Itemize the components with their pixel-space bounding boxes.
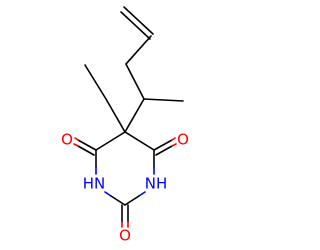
bond-n3-c2 <box>110 195 126 206</box>
molecule-diagram: O O HN NH O <box>61 6 189 245</box>
structure-svg: O O HN NH O <box>61 6 189 245</box>
bond-ethyl-ch3 <box>84 64 107 100</box>
atom-nh-right: NH <box>145 175 168 193</box>
bond-c4-o-a <box>77 139 97 151</box>
bond-c4-o-a-red <box>74 137 79 141</box>
bond-vinyl-double-b <box>123 6 154 35</box>
bond-ch2-ch <box>125 63 145 100</box>
bond-c6-o-b <box>155 145 173 156</box>
bond-n1-c2-blue <box>138 191 146 197</box>
bond-vinyl-ch2 <box>125 35 152 65</box>
bond-c4-o-b-red <box>73 143 79 147</box>
bond-n3-c2-blue <box>104 191 112 197</box>
bond-n1-c2 <box>124 195 140 206</box>
bond-c6-o-b-red <box>171 143 177 147</box>
bond-ch-c5 <box>124 98 145 133</box>
bond-vinyl-double-a <box>120 11 151 40</box>
atom-oxygen-bottom: O <box>119 227 131 245</box>
bond-c5-c6 <box>124 131 155 151</box>
bond-c5-c4 <box>95 131 126 151</box>
bond-c5-ethyl-ch2 <box>105 98 126 133</box>
atom-oxygen-right: O <box>177 131 189 149</box>
atom-oxygen-left: O <box>61 131 73 149</box>
atom-nh-left: HN <box>83 175 106 193</box>
bond-ch-methyl <box>143 98 184 102</box>
bond-c6-o-a <box>153 139 173 151</box>
bond-c6-o-a-red <box>171 137 176 141</box>
bond-c4-o-b <box>77 145 95 156</box>
